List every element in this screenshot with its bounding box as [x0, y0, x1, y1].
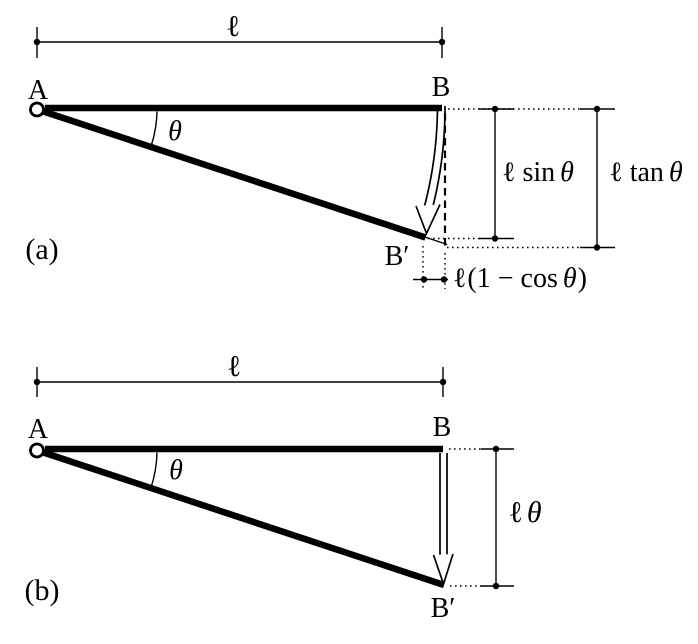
dim-dot: [593, 105, 601, 113]
arrow-head: [415, 204, 441, 236]
dim-dot: [593, 244, 601, 251]
angle-label: θ: [169, 455, 183, 486]
length-label: ℓ: [227, 350, 241, 383]
bar-ab-rotated: [42, 449, 446, 589]
theta-symbol: θ: [560, 157, 574, 188]
point-a-label: A: [28, 75, 49, 106]
arrow-inner-arc: [422, 105, 439, 211]
angle-arc: [150, 452, 158, 488]
dim-dot: [492, 582, 500, 590]
tan-function: tan: [630, 157, 664, 188]
point-a-label: A: [28, 414, 49, 445]
one-minus-cos: (1 − cos: [467, 263, 557, 294]
rotation-arrow: [415, 105, 446, 236]
arrow-head: [432, 553, 454, 587]
sin-function: sin: [522, 157, 555, 188]
pin-support: [29, 442, 45, 459]
point-b-label: B: [432, 72, 451, 103]
dim-dot: [439, 378, 447, 386]
dim-dot: [491, 105, 499, 113]
displacement-arrow: [432, 453, 454, 587]
bar-ab-rotated: [42, 108, 427, 241]
dim-dot: [492, 445, 500, 453]
dim-dot: [33, 38, 41, 46]
dim-dot: [420, 276, 428, 283]
ell-symbol: ℓ: [453, 263, 466, 294]
pin-support: [29, 101, 45, 118]
close-paren: ): [578, 263, 587, 294]
angle-arc: [150, 111, 158, 147]
ell-symbol: ℓ: [508, 496, 522, 529]
point-b-prime-label: B′: [431, 593, 456, 624]
dim-dot: [440, 276, 448, 283]
dim-dot: [491, 235, 499, 242]
dim-dot: [33, 378, 41, 386]
figure-a-caption: (a): [25, 233, 58, 266]
length-dimension-b: ℓ: [33, 350, 447, 397]
figure-a: ℓ A B θ ℓ: [25, 10, 683, 294]
point-b-label: B: [433, 412, 452, 443]
length-dimension-a: ℓ: [33, 10, 446, 58]
theta-symbol: θ: [669, 157, 683, 188]
ell-symbol: ℓ: [502, 157, 515, 188]
theta-symbol: θ: [527, 496, 542, 529]
length-label: ℓ: [226, 10, 240, 43]
dim-dot: [438, 38, 446, 46]
point-b-prime-label: B′: [385, 241, 410, 272]
theta-symbol: θ: [563, 263, 577, 294]
figure-b-caption: (b): [25, 574, 60, 607]
angle-label: θ: [168, 116, 182, 147]
ell-symbol: ℓ: [609, 157, 622, 188]
